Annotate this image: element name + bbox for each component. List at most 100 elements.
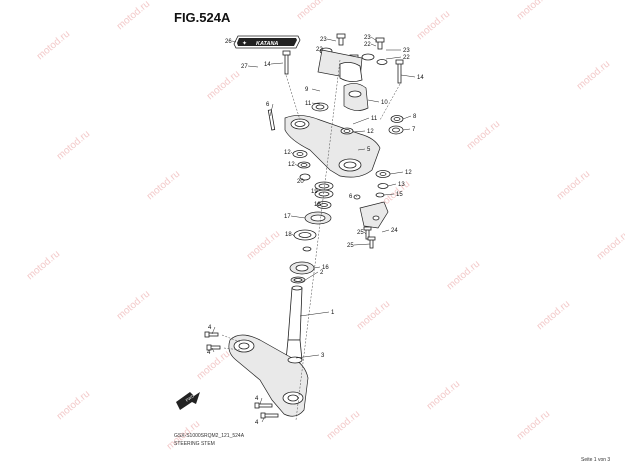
callout-leader [402,115,412,120]
callout-label-4: 4 [255,420,259,426]
handlebar-clamp [311,49,369,112]
callout-label-6: 6 [266,102,270,108]
callout-label-18: 18 [285,232,292,238]
callout-label-22: 22 [403,55,410,61]
callout-label-8: 8 [413,114,417,120]
upper-bracket [267,109,381,178]
watermark-text: motod.ru [425,379,462,413]
callout-leader [303,179,306,182]
callout-label-3: 3 [321,353,325,359]
callout-leader [313,266,321,269]
callout-label-12: 12 [288,162,295,168]
callout-leader [321,48,324,52]
callout-leader [231,40,237,43]
callout-label-12: 12 [367,129,374,135]
callout-label-5: 5 [367,147,371,153]
watermark-text: motod.ru [415,9,452,43]
fwd-label: FWD [185,393,195,402]
callout-label-18: 18 [314,202,321,208]
watermark-text: motod.ru [295,0,332,22]
callout-leader [294,163,299,167]
centre-axis [295,59,341,421]
lower-bolts [204,331,279,419]
callout-leader [400,74,416,78]
lower-bracket [228,334,309,417]
callout-label-19: 19 [311,189,318,195]
callout-label-24: 24 [391,228,398,234]
watermark-text: motod.ru [25,249,62,283]
watermark-text: motod.ru [115,0,152,32]
callout-label-13: 13 [398,182,405,188]
watermark-text: motod.ru [245,229,282,263]
watermark-text: motod.ru [555,169,592,203]
callout-leader [311,88,321,92]
callout-label-17: 17 [284,214,291,220]
callout-leader [370,36,378,42]
callout-label-4: 4 [255,396,259,402]
callout-leader [311,102,321,105]
callout-leader [301,271,319,283]
callout-leader [261,417,265,423]
callout-leader [353,243,371,246]
callout-leader [357,148,366,151]
callout-leader [290,151,294,155]
callout-leader [247,65,259,68]
callout-leader [367,99,380,103]
fwd-arrow-icon: FWD [176,392,200,410]
watermark-text: motod.ru [515,0,552,22]
callout-label-6: 6 [349,194,353,200]
bolt-axis-left [284,71,301,121]
watermark-text: motod.ru [35,29,72,63]
callout-leader [290,215,306,219]
callout-label-12: 12 [284,150,291,156]
callout-label-12: 12 [405,170,412,176]
watermark-text: motod.ru [145,169,182,203]
callout-label-4: 4 [208,325,212,331]
callout-label-9: 9 [305,87,309,93]
svg-text:✦: ✦ [242,40,247,47]
watermark-text: motod.ru [535,299,572,333]
callout-leader [363,231,367,235]
bearing-stack [289,181,334,275]
callout-leader [326,38,337,42]
katana-sticker: KATANA ✦ [233,35,301,49]
callout-label-23: 23 [403,48,410,54]
watermark-text: motod.ru [355,299,392,333]
lock-bracket [353,194,389,249]
page-indicator: Seite 1 von 3 [581,457,611,463]
watermark-text: motod.ru [55,389,92,423]
callout-label-14: 14 [417,75,424,81]
right-washers [388,115,404,135]
callout-label-22: 22 [364,42,371,48]
watermark-text: motod.ru [515,409,552,443]
callout-leader [211,326,216,335]
watermark-text: motod.ru [205,69,242,103]
watermark-text: motod.ru [325,409,362,443]
callout-label-25: 25 [357,230,364,236]
callout-label-2: 2 [320,270,324,276]
callout-label-15: 15 [396,192,403,198]
callout-leader [299,311,330,317]
callout-label-27: 27 [241,64,248,70]
callout-label-7: 7 [412,127,416,133]
callout-label-16: 16 [322,265,329,271]
callout-label-11: 11 [371,116,378,122]
callout-label-25: 25 [347,243,354,249]
watermark-text: motod.ru [575,59,612,93]
callout-leader [355,195,358,198]
callout-label-26: 26 [225,39,232,45]
callout-leader [317,203,322,207]
callout-leader [352,117,370,125]
steering-stem [285,276,306,361]
callout-leader [270,62,284,65]
callout-leader [259,397,263,405]
watermark-text: motod.ru [195,349,232,383]
callout-label-20: 20 [297,179,304,185]
watermark-text: motod.ru [465,119,502,153]
callout-leader [370,43,377,47]
callout-label-22: 22 [316,47,323,53]
callout-leader [383,193,395,196]
callout-label-11: 11 [305,101,312,107]
callout-leader [402,128,411,131]
